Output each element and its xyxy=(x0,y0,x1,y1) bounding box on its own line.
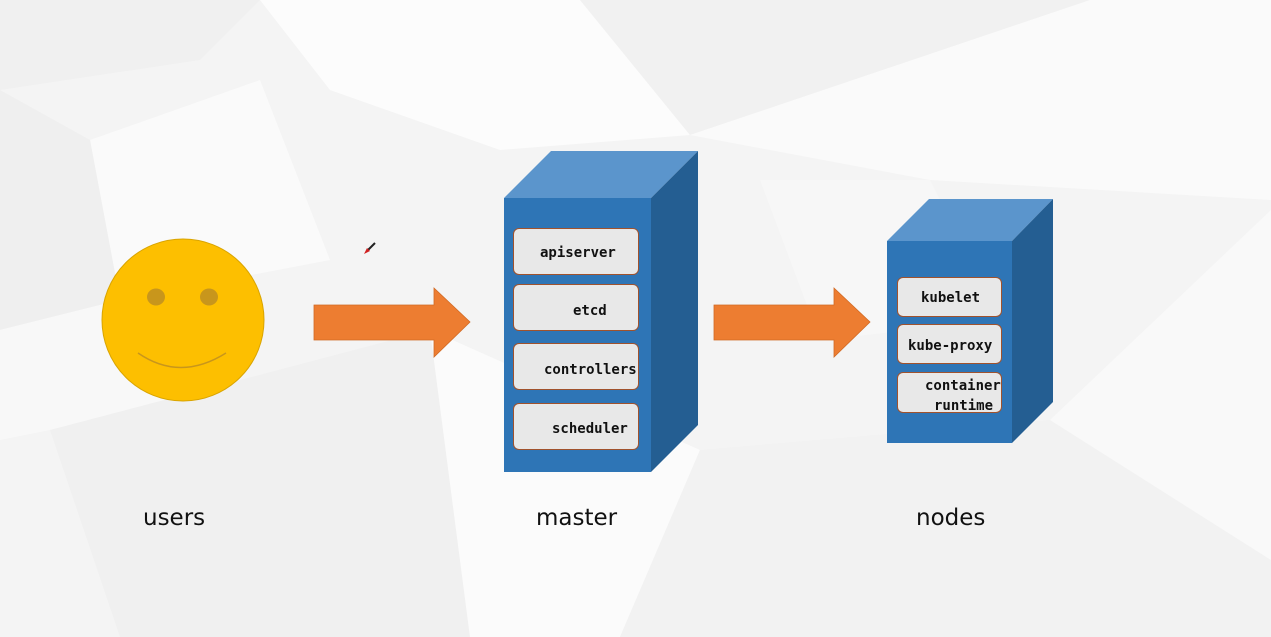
smiley-face-icon xyxy=(101,238,265,402)
users-label: users xyxy=(143,505,206,531)
component-label: runtime xyxy=(934,398,994,414)
component-label: apiserver xyxy=(540,245,616,261)
component-label: etcd xyxy=(573,303,607,319)
component-etcd: etcd xyxy=(513,284,639,331)
component-label: kubelet xyxy=(921,290,981,306)
component-label: controllers xyxy=(544,362,637,378)
component-kube-proxy: kube-proxy xyxy=(897,324,1002,364)
nodes-label: nodes xyxy=(916,505,986,531)
component-label: container xyxy=(925,378,1001,394)
component-controllers: controllers xyxy=(513,343,639,390)
master-label: master xyxy=(536,505,618,531)
component-scheduler: scheduler xyxy=(513,403,639,450)
right-arrow-icon xyxy=(713,287,871,358)
component-apiserver: apiserver xyxy=(513,228,639,275)
component-label: scheduler xyxy=(552,421,628,437)
component-kubelet: kubelet xyxy=(897,277,1002,317)
component-label: kube-proxy xyxy=(908,338,993,354)
pen-cursor-icon xyxy=(364,242,376,254)
component-container-runtime: container runtime xyxy=(897,372,1002,414)
right-arrow-icon xyxy=(313,287,471,358)
